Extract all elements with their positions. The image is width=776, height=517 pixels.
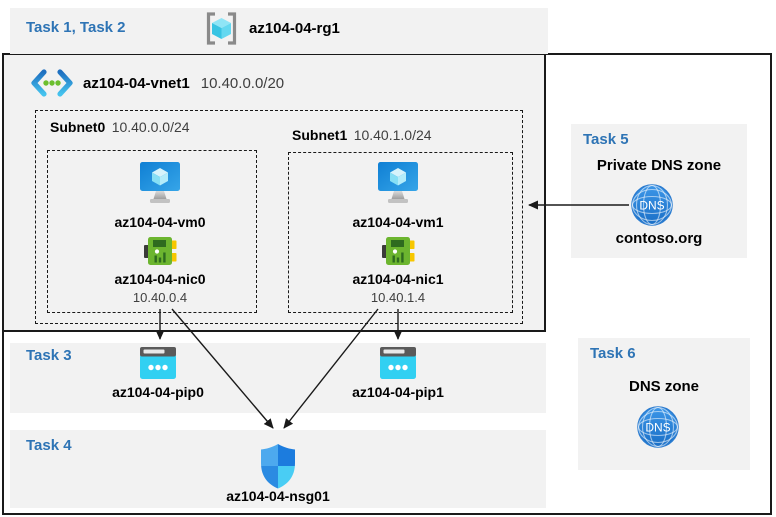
vnet-container (2, 53, 546, 332)
nic1-icon (382, 236, 416, 266)
task6-box (578, 338, 750, 470)
resource-group-icon (203, 10, 240, 47)
task6-label: Task 6 (590, 345, 636, 362)
nsg-shield-icon (260, 443, 296, 489)
svg-text:DNS: DNS (639, 199, 664, 213)
pip0-label: az104-04-pip0 (112, 384, 204, 400)
resource-group-name: az104-04-rg1 (249, 20, 340, 37)
subnet0-box (47, 150, 257, 313)
subnet0-header: Subnet0 10.40.0.0/24 (50, 119, 190, 137)
nic1-ip: 10.40.1.4 (370, 290, 426, 305)
vnet-icon (30, 68, 74, 98)
nic0-label: az104-04-nic0 (114, 271, 206, 287)
task3-label: Task 3 (26, 347, 72, 364)
pip0-icon (140, 347, 176, 379)
vm0-icon (140, 162, 180, 207)
subnet0-cidr: 10.40.0.0/24 (111, 119, 190, 135)
nic1-label: az104-04-nic1 (352, 271, 444, 287)
dns-zone-title: DNS zone (628, 378, 699, 395)
subnets-outline (35, 110, 523, 324)
vm1-icon (378, 162, 418, 207)
task4-label: Task 4 (26, 437, 72, 454)
pip1-label: az104-04-pip1 (352, 384, 444, 400)
vnet-cidr: 10.40.0.0/20 (200, 74, 285, 92)
subnet1-cidr: 10.40.1.0/24 (353, 127, 432, 143)
vm0-label: az104-04-vm0 (114, 214, 206, 230)
vnet-header: az104-04-vnet1 10.40.0.0/20 (30, 68, 284, 98)
contoso-zone-label: contoso.org (615, 230, 703, 247)
pip1-icon (380, 347, 416, 379)
nic0-ip: 10.40.0.4 (132, 290, 188, 305)
subnet1-header: Subnet1 10.40.1.0/24 (292, 127, 432, 145)
private-dns-icon: DNS (631, 184, 673, 226)
subnet1-box (288, 152, 513, 313)
svg-text:DNS: DNS (645, 421, 670, 435)
subnet0-name: Subnet0 (50, 119, 106, 135)
nsg-label: az104-04-nsg01 (226, 488, 330, 504)
tasks-1-2-label: Task 1, Task 2 (26, 19, 126, 36)
private-dns-zone-title: Private DNS zone (596, 157, 722, 174)
subnet1-name: Subnet1 (292, 127, 348, 143)
nic0-icon (144, 236, 178, 266)
task5-label: Task 5 (583, 131, 629, 148)
vnet-name: az104-04-vnet1 (83, 74, 190, 92)
vm1-label: az104-04-vm1 (352, 214, 444, 230)
task3-box (10, 343, 546, 413)
resource-group-header-bar (10, 8, 548, 54)
dns-zone-icon: DNS (637, 406, 679, 448)
